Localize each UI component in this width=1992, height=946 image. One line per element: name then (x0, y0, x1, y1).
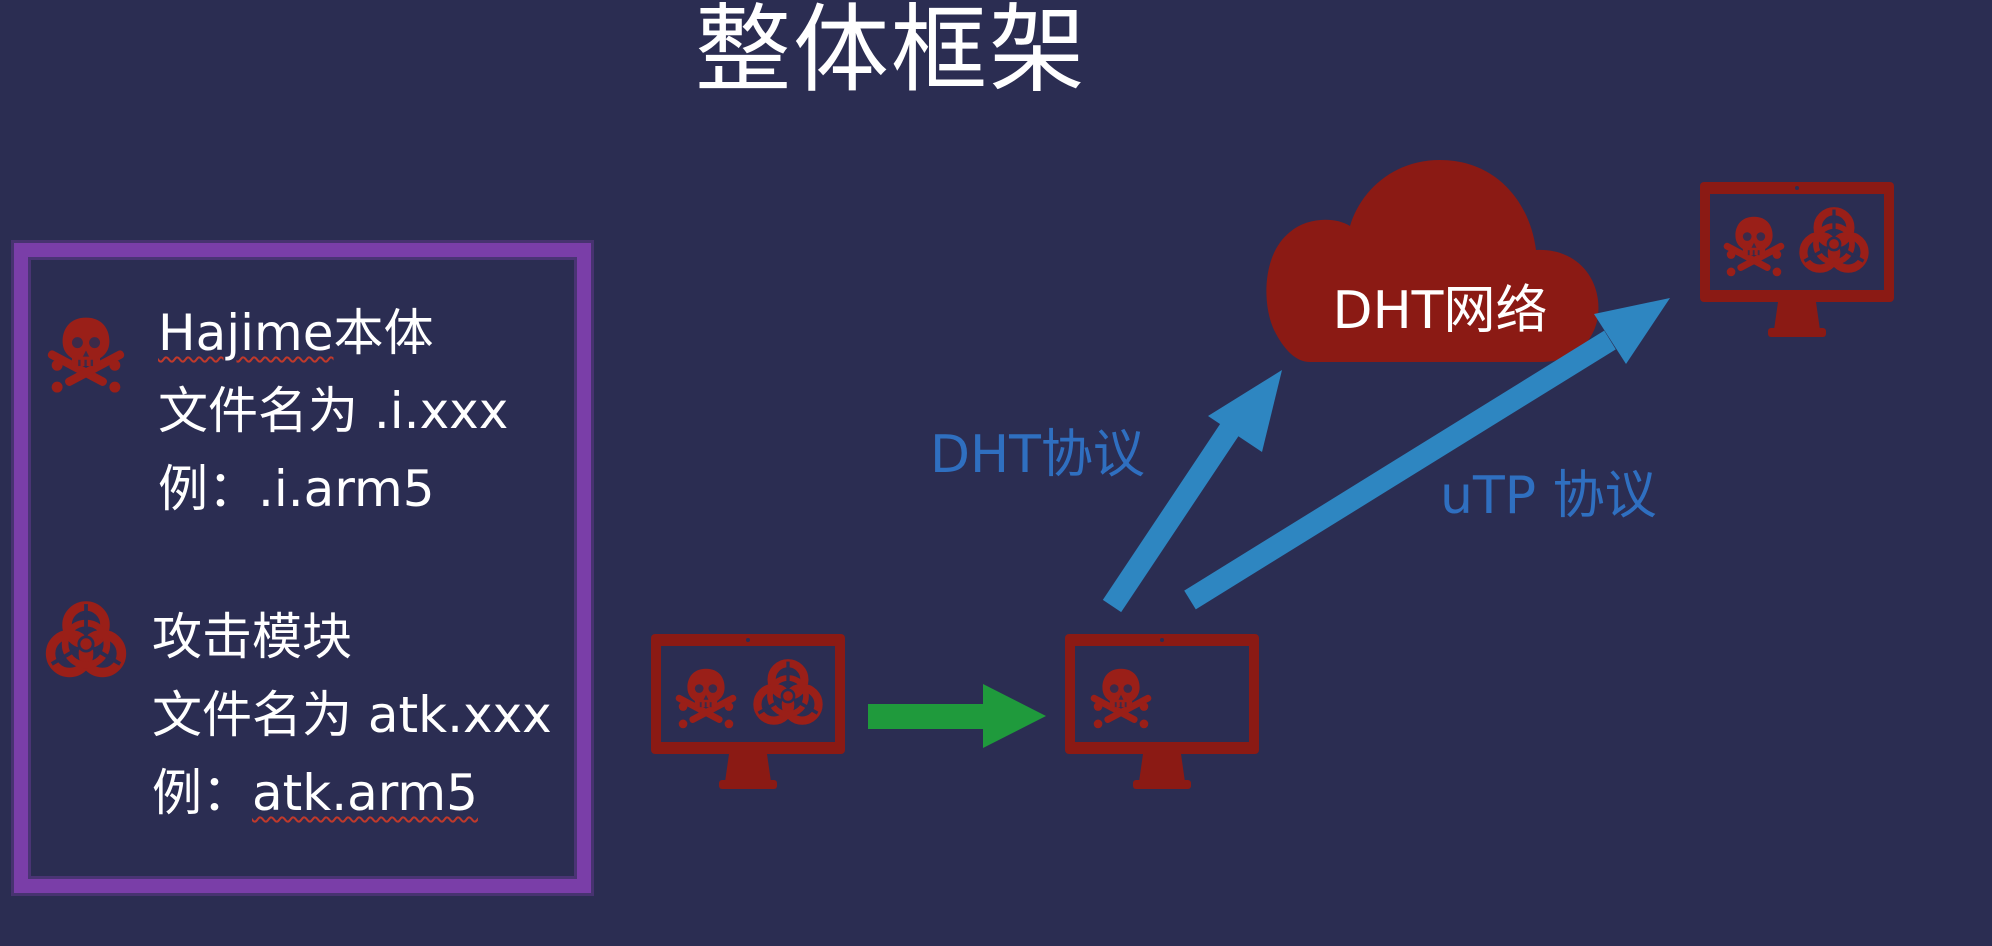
legend-hajime-filename: 文件名为 .i.xxx (158, 382, 509, 440)
legend-attack-example-prefix: 例： (152, 764, 252, 822)
legend-attack-example-value: atk.arm5 (252, 764, 478, 822)
remote-monitor-icon (1700, 182, 1894, 337)
cloud-icon (1266, 160, 1599, 362)
cloud-label: DHT网络 (1332, 281, 1548, 341)
legend-attack-name: 攻击模块 (152, 608, 352, 666)
legend-hajime-name-prefix: Hajime (158, 304, 334, 362)
legend-skull-icon (46, 317, 126, 393)
green-arrow-icon (868, 684, 1046, 748)
legend-hajime-name: Hajime本体 (158, 294, 508, 372)
legend-biohazard-icon (51, 604, 122, 672)
legend-box (14, 243, 591, 893)
dht-arrow-icon (1102, 370, 1282, 613)
legend-hajime-example: 例：.i.arm5 (158, 460, 435, 518)
target-monitor-icon (1065, 634, 1259, 789)
legend-attack-example: 例：atk.arm5 (152, 754, 552, 832)
legend-hajime-name-suffix: 本体 (333, 304, 434, 362)
utp-protocol-label: uTP 协议 (1440, 466, 1657, 526)
source-monitor-icon (651, 634, 845, 789)
page-title: 整体框架 (695, 0, 1087, 106)
legend-attack-text: 攻击模块 文件名为 atk.xxx 例：atk.arm5 (152, 598, 552, 832)
legend-attack-filename: 文件名为 atk.xxx (152, 686, 552, 744)
legend-hajime-text: Hajime本体 文件名为 .i.xxx 例：.i.arm5 (158, 294, 508, 528)
utp-arrow-icon (1184, 298, 1670, 610)
dht-protocol-label: DHT协议 (930, 425, 1145, 485)
